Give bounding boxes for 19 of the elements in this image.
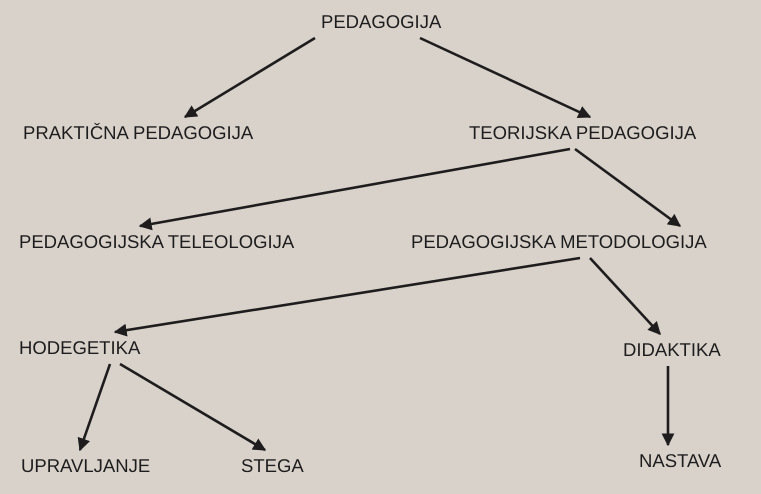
arrow xyxy=(78,364,112,452)
arrow xyxy=(589,257,661,335)
node-label: HODEGETIKA xyxy=(16,332,144,364)
arrow xyxy=(419,36,592,118)
arrow xyxy=(662,366,674,446)
node-label: PEDAGOGIJSKA TELEOLOGIJA xyxy=(16,226,298,258)
arrow xyxy=(138,148,570,230)
node-label: STEGA xyxy=(238,450,307,482)
arrow xyxy=(119,362,266,452)
node-label: TEORIJSKA PEDAGOGIJA xyxy=(466,117,700,149)
arrow xyxy=(184,36,316,118)
node-label: PRAKTIČNA PEDAGOGIJA xyxy=(20,117,256,149)
arrow xyxy=(574,148,682,228)
node-label: UPRAVLJANJE xyxy=(18,450,154,482)
node-label: PEDAGOGIJA xyxy=(318,6,444,38)
node-label: PEDAGOGIJSKA METODOLOGIJA xyxy=(408,226,710,258)
node-label: DIDAKTIKA xyxy=(620,334,724,366)
arrow xyxy=(114,256,580,337)
node-label: NASTAVA xyxy=(636,445,724,477)
